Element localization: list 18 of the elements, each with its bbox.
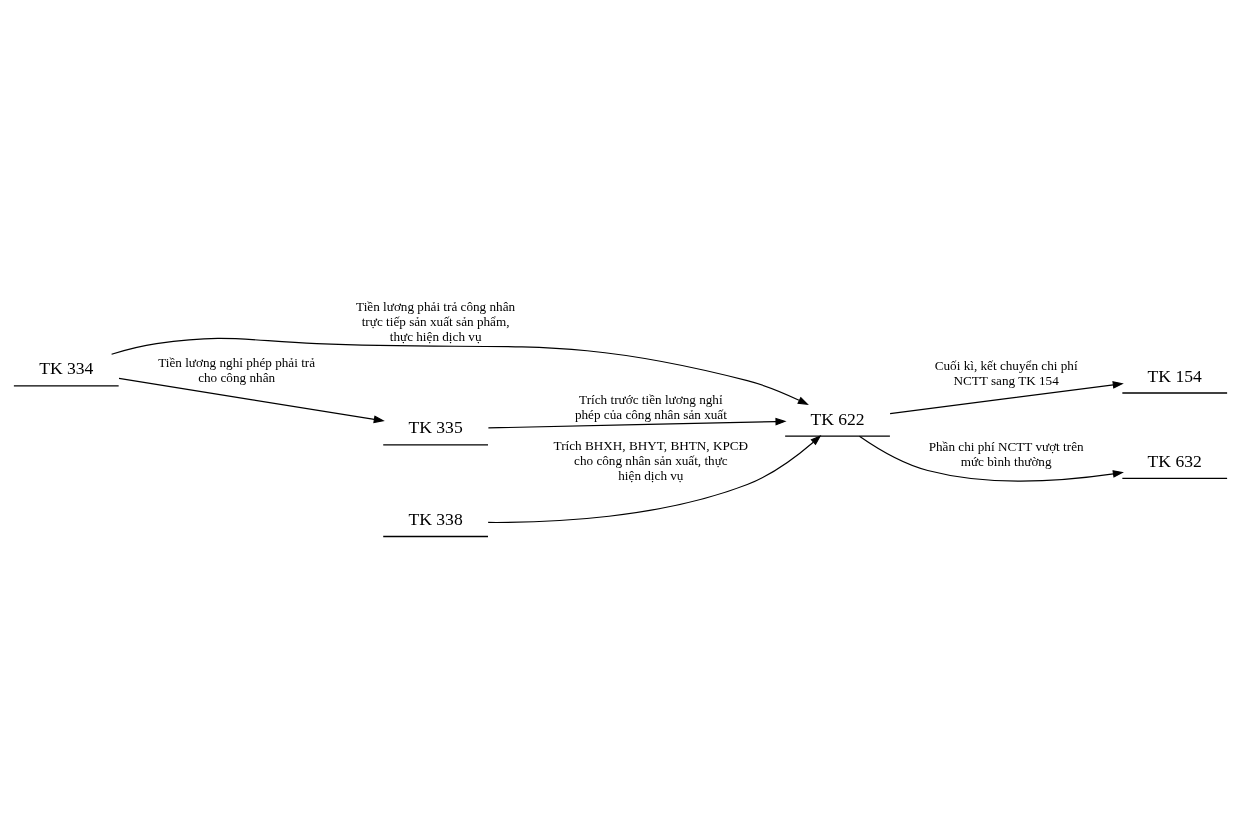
edge-label: Phần chi phí NCTT vượt trên mức bình thường xyxy=(928,438,1084,469)
edge-label: Cuối kì, kết chuyển chi phí NCTT sang TK 154 xyxy=(934,357,1078,388)
arrow xyxy=(118,377,385,423)
node-text: TK 154 xyxy=(1147,365,1202,386)
edge-label: Tiền lương nghỉ phép phải trả cho công nhân xyxy=(158,354,316,385)
node-text: TK 334 xyxy=(39,357,94,378)
arrow xyxy=(111,337,809,405)
edge-label: Trích trước tiền lương nghỉ phép của công nhân sản xuất xyxy=(574,391,727,421)
edge-label: Tiền lương phải trả công nhân trực tiếp sản xuất sản phẩm, thực hiện dịch vụ xyxy=(356,298,516,344)
arrow xyxy=(487,434,822,523)
arrow xyxy=(889,380,1124,414)
node-text: TK 338 xyxy=(408,508,463,529)
arrow xyxy=(487,417,787,428)
node-text: TK 622 xyxy=(810,408,865,429)
edge-label: Trích BHXH, BHYT, BHTN, KPCĐ cho công nhân sản xuất, thực hiện dịch vụ xyxy=(553,437,749,483)
arrow xyxy=(858,435,1124,482)
node-text: TK 335 xyxy=(408,416,463,437)
node-text: TK 632 xyxy=(1147,450,1202,471)
